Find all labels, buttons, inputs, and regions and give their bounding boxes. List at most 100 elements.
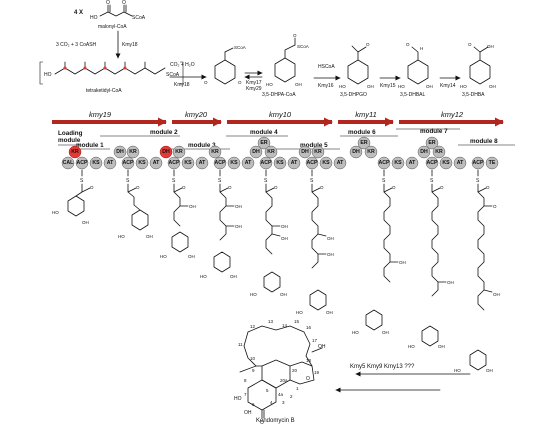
svg-text:O: O [440, 185, 444, 190]
svg-text:HO: HO [160, 254, 167, 259]
domain-cal: CAL [63, 160, 74, 166]
svg-text:OH: OH [327, 236, 334, 241]
domain-at-1: AT [107, 160, 114, 166]
dhba-label: 3,5-DHBA [462, 92, 485, 98]
svg-text:6: 6 [252, 402, 255, 407]
svg-text:OH: OH [189, 204, 196, 209]
dione-intermediate: SCoA O O [204, 45, 246, 85]
svg-text:S: S [172, 178, 176, 184]
gene-kmy19: kmy19 [89, 110, 112, 119]
svg-text:O: O [493, 204, 497, 209]
dhbal-label: 3,5-DHBAL [400, 92, 426, 98]
module-8: module 8 [470, 138, 498, 145]
svg-text:OH: OH [326, 310, 333, 315]
domain-ks-3: KS [184, 160, 192, 166]
dhba: OH O HO OH 3,5-DHBA [460, 42, 496, 98]
module-6: module 6 [348, 129, 376, 136]
svg-text:HO: HO [118, 234, 125, 239]
chain-module5: S O OH OH HO OH [296, 169, 334, 315]
svg-text:S: S [476, 178, 480, 184]
malonyl-scoa: SCoA [132, 15, 146, 21]
chain-module7: S O OH HO OH [408, 169, 454, 349]
domain-at-5: AT [291, 160, 298, 166]
svg-text:14: 14 [282, 323, 288, 328]
domain-acp-8: ACP [473, 160, 484, 166]
domain-dh-7: DH [352, 149, 360, 155]
final-arrows: Kmy5 Kmy9 Kmy13 ??? [335, 364, 471, 393]
domain-dh-8: DH [420, 149, 428, 155]
domain-kr-4: KR [211, 149, 219, 155]
chain-loading: S O HO OH [52, 169, 94, 225]
dhba-oh-top: OH [487, 44, 494, 49]
svg-text:O: O [274, 185, 278, 190]
domain-acp-5: ACP [307, 160, 318, 166]
dhbal: H O HO OH 3,5-DHBAL [398, 42, 433, 98]
svg-text:18: 18 [306, 358, 312, 363]
dhbal-o: O [406, 42, 410, 47]
kendo-o-ring: O [306, 376, 310, 382]
growing-chains: S O HO OH S O HO OH S O OH [52, 169, 500, 373]
kmy18-label-a: Kmy18 [122, 42, 138, 48]
svg-text:OH: OH [235, 204, 242, 209]
final-enzymes-label: Kmy5 Kmy9 Kmy13 ??? [350, 364, 415, 370]
kmy18-label-b: Kmy18 [174, 82, 190, 88]
domain-ks-1: KS [92, 160, 100, 166]
svg-text:7: 7 [244, 392, 247, 397]
co2-coash: 3 CO₂ + 3 CoASH [56, 42, 97, 48]
svg-text:OH: OH [235, 224, 242, 229]
dione-o2: O [238, 80, 242, 85]
domain-at-6: AT [337, 160, 344, 166]
module-7: module 7 [420, 128, 448, 135]
domain-at-2: AT [153, 160, 160, 166]
tetra-ho: HO [44, 72, 52, 78]
svg-text:4a: 4a [278, 392, 284, 397]
svg-text:S: S [310, 178, 314, 184]
dhpgo-ho: HO [339, 84, 346, 89]
svg-text:O: O [392, 185, 396, 190]
dhpa-o: O [293, 33, 297, 38]
kendomycin-b-structure: OH O HO OH O 13 14 15 16 12 11 10 17 9 1… [234, 319, 326, 426]
tetra-scoa: SCoA [166, 72, 180, 78]
module-1: module 1 [76, 142, 104, 149]
svg-text:2: 2 [290, 394, 293, 399]
domain-at-8: AT [457, 160, 464, 166]
chain-module6: S O OH HO OH [352, 169, 406, 335]
svg-text:OH: OH [382, 330, 389, 335]
domain-acp-3: ACP [215, 160, 226, 166]
svg-text:8: 8 [244, 378, 247, 383]
svg-text:4: 4 [270, 400, 273, 405]
domain-kr-loading: KR [71, 149, 79, 155]
domain-kr-7: KR [367, 149, 375, 155]
svg-text:HO: HO [352, 330, 359, 335]
dhpgo-o: O [366, 42, 370, 47]
kmy14-label: Kmy14 [440, 83, 456, 89]
domain-er-5: ER [260, 140, 267, 146]
domain-kr-3: KR [175, 149, 183, 155]
svg-text:3: 3 [282, 400, 285, 405]
dhpa-ho: HO [266, 82, 273, 87]
svg-text:OH: OH [327, 252, 334, 257]
svg-text:HO: HO [200, 274, 207, 279]
domain-acp-4: ACP [261, 160, 272, 166]
domain-dh-3: DH [162, 149, 170, 155]
malonyl-o2: O [122, 0, 126, 6]
svg-text:12: 12 [250, 324, 256, 329]
gene-kmy11: kmy11 [355, 110, 377, 119]
svg-text:O: O [320, 185, 324, 190]
svg-text:HO: HO [250, 292, 257, 297]
kmy16-label: Kmy16 [318, 83, 334, 89]
dhba-oh: OH [489, 84, 496, 89]
gene-kmy10: kmy10 [269, 110, 292, 119]
domain-acp-0: ACP [77, 160, 88, 166]
svg-text:OH: OH [281, 224, 288, 229]
module-4: module 4 [250, 129, 278, 136]
svg-text:O: O [228, 185, 232, 190]
domain-er-8: ER [428, 140, 435, 146]
svg-text:9: 9 [252, 368, 255, 373]
svg-text:O: O [182, 185, 186, 190]
dione-scoa: SCoA [234, 45, 246, 50]
